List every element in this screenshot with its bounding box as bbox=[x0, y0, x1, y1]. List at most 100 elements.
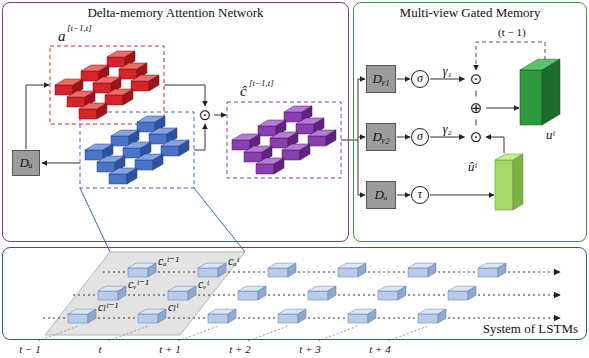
tensor-block bbox=[161, 140, 189, 156]
zoom-line bbox=[194, 188, 245, 252]
time-leader bbox=[178, 326, 218, 341]
flow-line bbox=[358, 79, 365, 80]
node-text: Dᵧ₂ bbox=[373, 130, 390, 144]
edge-label: γ₁ bbox=[442, 65, 453, 78]
tensor-block bbox=[478, 263, 506, 277]
block-face bbox=[258, 286, 266, 300]
block-face bbox=[326, 130, 336, 146]
flow-line bbox=[358, 195, 365, 196]
tensor-block bbox=[256, 158, 284, 174]
block-face bbox=[378, 291, 398, 300]
time-step: t bbox=[98, 343, 101, 355]
block-face bbox=[188, 286, 196, 300]
operator-symbol: ⊕ bbox=[466, 98, 487, 118]
tensor-block bbox=[378, 286, 406, 300]
block-face bbox=[338, 268, 358, 277]
block-face bbox=[328, 286, 336, 300]
focus-window bbox=[45, 252, 245, 335]
block-face bbox=[123, 89, 133, 105]
block-face bbox=[438, 309, 446, 323]
block-face bbox=[138, 314, 158, 323]
block-face bbox=[218, 263, 226, 277]
flow-line bbox=[486, 137, 504, 153]
block-face bbox=[55, 85, 73, 95]
tensor-block bbox=[268, 263, 296, 277]
block-face bbox=[168, 291, 188, 300]
function-box: Dᵧ₂ bbox=[366, 123, 396, 151]
flow-line bbox=[358, 137, 365, 138]
panel-title: System of LSTMs bbox=[483, 322, 578, 336]
block-face bbox=[105, 95, 123, 105]
connector bbox=[397, 195, 410, 196]
block-face bbox=[368, 309, 376, 323]
node-text: σ bbox=[417, 72, 423, 85]
block-face bbox=[109, 174, 127, 184]
block-face bbox=[118, 286, 126, 300]
block-face bbox=[418, 314, 438, 323]
time-step: t − 1 bbox=[19, 343, 40, 355]
panel: Multi-view Gated MemoryDᵧ₁σ⊙Dᵧ₂σ⊕⊙Dᵤτ bbox=[353, 2, 587, 242]
block-face bbox=[428, 263, 436, 277]
block-face bbox=[270, 138, 288, 148]
block-face bbox=[97, 162, 115, 172]
connector bbox=[476, 120, 477, 126]
tensor-block bbox=[308, 130, 336, 146]
block-face bbox=[348, 314, 368, 323]
block-face bbox=[97, 103, 107, 119]
time-leader bbox=[248, 326, 288, 341]
node-text: Dₐ bbox=[19, 156, 32, 170]
cell-state: cₐᵗ⁻¹ bbox=[158, 255, 179, 268]
tensor-frame bbox=[227, 102, 341, 178]
tensor-block bbox=[238, 286, 266, 300]
block-face bbox=[107, 57, 125, 67]
block-face bbox=[358, 263, 366, 277]
activation-circle: σ bbox=[411, 70, 429, 88]
time-step: t + 1 bbox=[159, 343, 180, 355]
tensor-block bbox=[138, 309, 166, 323]
node-text: Dᵤ bbox=[374, 188, 387, 202]
block-face bbox=[308, 291, 328, 300]
block-face bbox=[81, 71, 99, 81]
block-face bbox=[520, 70, 542, 125]
block-face bbox=[244, 152, 262, 162]
node-text: Dᵧ₁ bbox=[373, 72, 390, 86]
block-face bbox=[274, 158, 284, 174]
cell-state: cᵥᵗ⁻¹ bbox=[128, 278, 149, 291]
flow-line bbox=[164, 85, 205, 106]
tensor-block bbox=[79, 103, 107, 119]
operator-symbol: ⊙ bbox=[466, 69, 487, 89]
block-face bbox=[238, 291, 258, 300]
panel: Delta-memory Attention NetworkDₐ⊙ bbox=[2, 2, 349, 242]
block-face bbox=[67, 97, 85, 107]
time-leader bbox=[108, 326, 148, 341]
tensor-block bbox=[520, 59, 560, 125]
block-face bbox=[296, 124, 314, 134]
panel: System of LSTMs bbox=[2, 247, 587, 340]
time-step: t + 4 bbox=[369, 343, 390, 355]
connector bbox=[397, 79, 410, 80]
block-face bbox=[448, 291, 468, 300]
node-text: ⊕ bbox=[470, 100, 483, 116]
block-face bbox=[498, 263, 506, 277]
tensor-block bbox=[68, 309, 96, 323]
block-face bbox=[232, 140, 250, 150]
node-text: τ bbox=[418, 188, 422, 201]
tensor-block bbox=[338, 263, 366, 277]
block-face bbox=[137, 122, 155, 132]
block-face bbox=[308, 136, 326, 146]
block-face bbox=[128, 268, 148, 277]
time-step: t + 3 bbox=[299, 343, 320, 355]
time-step: t + 2 bbox=[229, 343, 250, 355]
function-box: Dᵧ₁ bbox=[366, 65, 396, 93]
tensor-block bbox=[282, 144, 310, 160]
tensor-block bbox=[448, 286, 476, 300]
connector bbox=[397, 137, 410, 138]
panel-title: Multi-view Gated Memory bbox=[400, 6, 541, 20]
block-face bbox=[284, 112, 302, 122]
flow-line bbox=[214, 115, 226, 116]
connector bbox=[476, 91, 477, 97]
block-face bbox=[298, 309, 306, 323]
block-face bbox=[88, 309, 96, 323]
block-face bbox=[135, 160, 153, 170]
